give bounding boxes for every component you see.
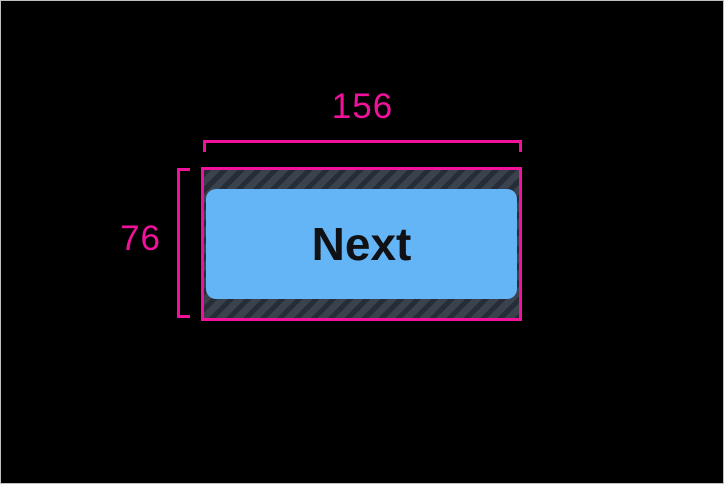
width-dimension-line (203, 140, 522, 152)
height-dimension-line (177, 168, 190, 318)
height-dimension-label: 76 (120, 219, 161, 258)
touch-target-bounds: Next (201, 167, 522, 321)
next-button[interactable]: Next (206, 189, 517, 299)
width-dimension-label: 156 (331, 87, 394, 126)
